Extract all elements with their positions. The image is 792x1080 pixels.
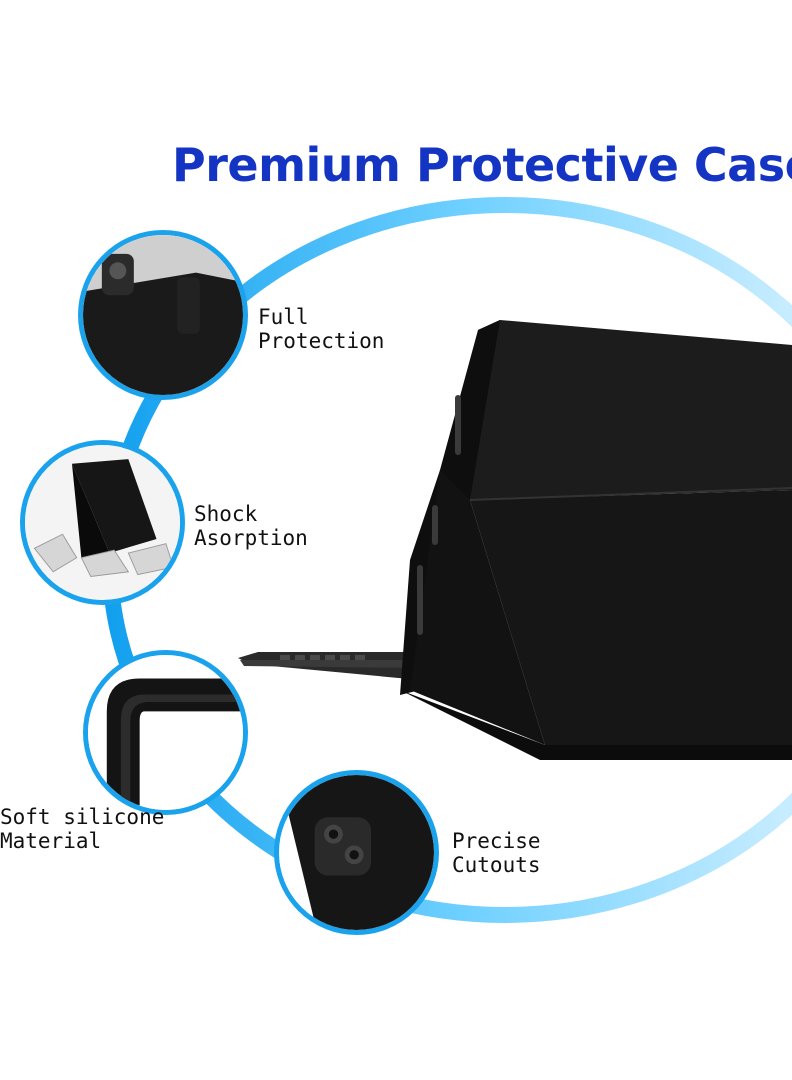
feature-label-line: Precise xyxy=(452,829,541,853)
tablet-corner-icon xyxy=(83,235,243,395)
feature-label-soft-silicone: Soft silicone Material xyxy=(0,805,164,853)
page-title: Premium Protective Case xyxy=(172,138,792,192)
feature-bubble-soft-silicone xyxy=(83,650,248,815)
feature-bubble-shock-absorption xyxy=(20,440,185,605)
feature-label-line: Material xyxy=(0,829,102,853)
feature-label-line: Full xyxy=(258,305,309,329)
feature-label-precise-cutouts: Precise Cutouts xyxy=(452,829,541,877)
feature-label-line: Protection xyxy=(258,329,385,353)
camera-cutout-icon xyxy=(279,775,434,930)
feature-label-full-protection: Full Protection xyxy=(258,305,384,353)
feature-label-line: Soft silicone xyxy=(0,805,165,829)
impact-icon xyxy=(25,445,180,600)
feature-label-line: Asorption xyxy=(194,526,308,550)
feature-bubble-precise-cutouts xyxy=(274,770,439,935)
feature-label-line: Shock xyxy=(194,502,258,526)
silicone-corner-icon xyxy=(88,655,243,810)
feature-bubble-full-protection xyxy=(78,230,248,400)
feature-label-line: Cutouts xyxy=(452,853,541,877)
feature-label-shock-absorption: Shock Asorption xyxy=(194,502,308,550)
